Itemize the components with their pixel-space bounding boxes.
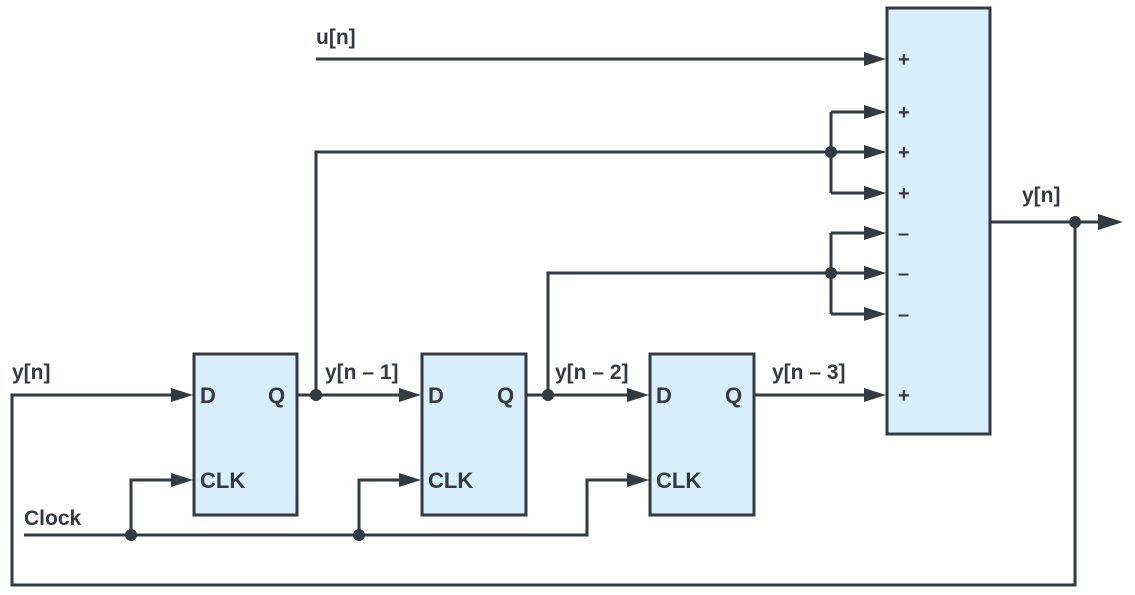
- y-n1-wire: [314, 150, 866, 395]
- ff3-clk-arrow: [627, 473, 649, 487]
- flipflop-2: [420, 352, 528, 517]
- ff2-q-label: Q: [497, 383, 514, 408]
- u-input-arrow: [864, 52, 886, 66]
- ff2-d-label: D: [428, 383, 444, 408]
- u-input-label: u[n]: [316, 26, 356, 49]
- adder-sign-5: –: [898, 223, 909, 245]
- ff2-clk-arrow: [399, 473, 421, 487]
- clock-junction-2: [353, 529, 365, 541]
- feedback-loop-wire: [10, 222, 1077, 587]
- ff1-clk-arrow: [171, 473, 193, 487]
- adder-sign-3: +: [898, 142, 910, 164]
- adder-in-8-arrow: [864, 388, 886, 402]
- adder-in-3-arrow: [864, 145, 886, 159]
- adder-sign-4: +: [898, 183, 910, 205]
- y-n1-label: y[n – 1]: [325, 361, 399, 384]
- y-n2-wire: [546, 271, 866, 395]
- ff2-clk-label: CLK: [428, 468, 473, 493]
- clock-wire: [24, 478, 628, 537]
- adder-sign-8: +: [898, 385, 910, 407]
- ff1-clk-label: CLK: [200, 468, 245, 493]
- adder-in-4-arrow: [864, 186, 886, 200]
- clock-ff1-wire: [129, 478, 172, 535]
- adder-sign-6: –: [898, 263, 909, 285]
- adder-in-7-arrow: [864, 307, 886, 321]
- ff3-d-label: D: [656, 383, 672, 408]
- y-n2-label: y[n – 2]: [555, 361, 629, 384]
- ff3-clk-label: CLK: [656, 468, 701, 493]
- y-n3-label: y[n – 3]: [772, 361, 846, 384]
- ff1-q-label: Q: [268, 383, 285, 408]
- y-n2-junction-top: [825, 267, 837, 279]
- ff1-d-label: D: [200, 383, 216, 408]
- q2-junction: [542, 389, 554, 401]
- ff1-d-arrow: [171, 388, 193, 402]
- adder-sign-2: +: [898, 102, 910, 124]
- clock-junction-1: [125, 529, 137, 541]
- y-output-label: y[n]: [1022, 184, 1061, 207]
- adder-in-5-arrow: [864, 226, 886, 240]
- adder-sign-7: –: [898, 304, 909, 326]
- adder-in-6-arrow: [864, 266, 886, 280]
- ff3-q-label: Q: [725, 383, 742, 408]
- clock-label: Clock: [24, 507, 82, 530]
- output-arrow: [1098, 214, 1123, 230]
- y-input-label: y[n]: [12, 361, 51, 384]
- flipflop-3: [648, 352, 756, 517]
- q1-junction: [310, 389, 322, 401]
- clock-ff2-wire: [357, 478, 400, 535]
- ff3-d-arrow: [627, 388, 649, 402]
- ff2-d-arrow: [399, 388, 421, 402]
- flipflop-1: [192, 352, 299, 517]
- adder-in-2-arrow: [864, 105, 886, 119]
- output-junction: [1069, 216, 1081, 228]
- summing-block: [885, 6, 992, 436]
- y-n1-junction-top: [825, 146, 837, 158]
- adder-sign-1: +: [898, 49, 910, 71]
